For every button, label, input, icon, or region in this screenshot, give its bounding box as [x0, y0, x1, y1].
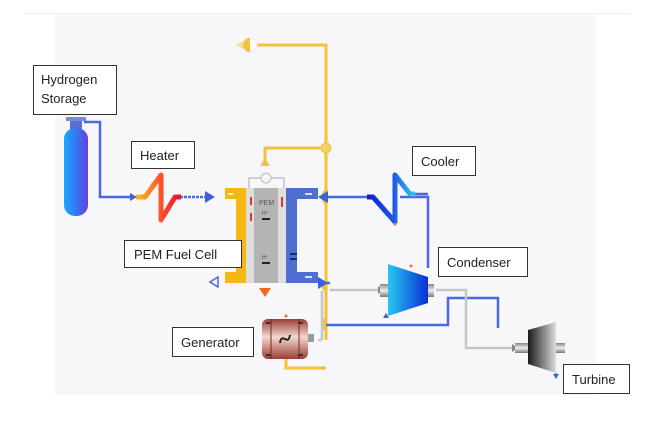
generator-port [284, 314, 288, 318]
arrow-icon [205, 191, 215, 203]
cooler-to-condenser-line [400, 195, 430, 268]
condenser-to-turbine-line [330, 296, 500, 328]
turbine-port [553, 374, 559, 379]
hydrogen-tank[interactable] [64, 117, 88, 216]
heat-main-line [254, 43, 328, 340]
hydrogen-storage-label: Hydrogen Storage [33, 65, 117, 115]
heat-sink-icon [236, 37, 258, 53]
ion-label: H⁺ [262, 255, 269, 261]
cooler-port [393, 222, 397, 226]
condenser-to-turbine-shaft-line [436, 288, 515, 350]
tank-to-heater-line [84, 120, 134, 199]
top-divider [24, 13, 630, 14]
heater-label: Heater [131, 141, 195, 169]
arrow-icon [130, 193, 137, 201]
heat-out-arrow-icon [260, 158, 270, 166]
heat-fuelcell-line [263, 146, 326, 163]
condenser-port [409, 264, 413, 268]
condenser-port [383, 313, 389, 318]
turbine-icon[interactable] [515, 322, 565, 373]
generator-link-line [318, 291, 324, 342]
ion-label: H⁺ [262, 211, 269, 217]
generator-label: Generator [172, 327, 254, 357]
turbine-label: Turbine [563, 364, 630, 394]
arrow-icon [318, 191, 328, 203]
anode-outlet-arrow-icon [208, 275, 219, 289]
hydrogen-lines [84, 120, 500, 328]
shaft-lines [318, 288, 556, 350]
condenser-icon[interactable] [380, 264, 434, 316]
water-out-arrow-icon [259, 288, 271, 297]
arrow-icon [318, 277, 328, 289]
pem-fuel-cell-label: PEM Fuel Cell [124, 240, 242, 268]
cooler-icon[interactable] [367, 172, 415, 225]
generator-icon[interactable] [262, 319, 314, 359]
condenser-label: Condenser [438, 247, 528, 277]
heater-icon[interactable] [136, 172, 181, 223]
cooler-label: Cooler [412, 146, 476, 176]
membrane-label: PEM [259, 200, 274, 207]
heat-junction-node [320, 142, 332, 154]
